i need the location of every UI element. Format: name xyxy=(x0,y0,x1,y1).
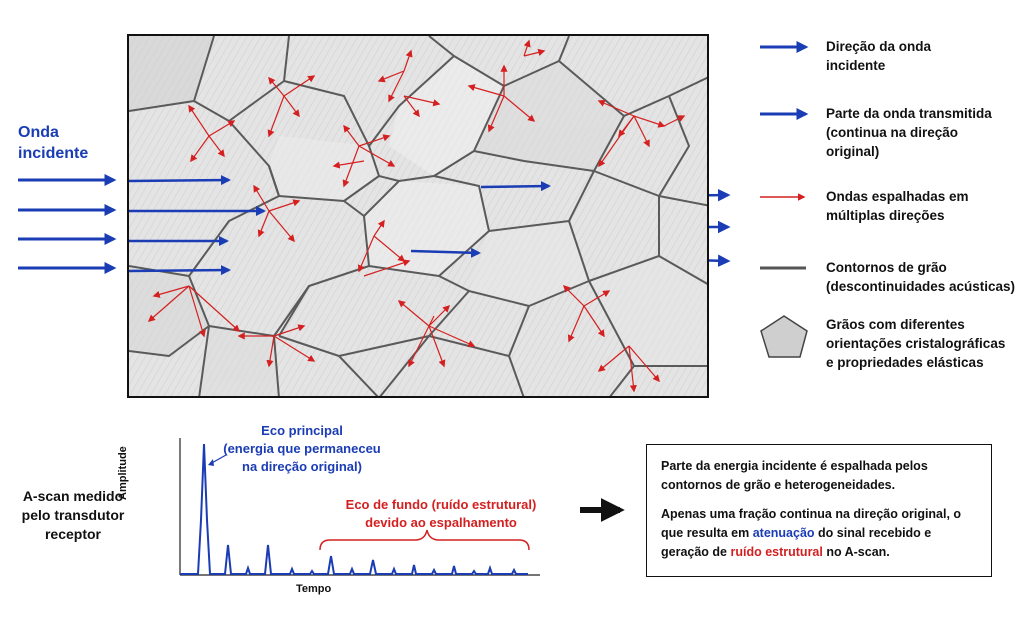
explanation-p2: Apenas uma fração continua na direção or… xyxy=(661,507,962,559)
legend-transmitted-wave: Parte da onda transmitida (continua na d… xyxy=(826,106,992,159)
ascan-side-label: A-scan medido pelo transdutor receptor xyxy=(21,488,125,542)
transmitted-arrow xyxy=(129,175,231,186)
legend-grain-pentagon-icon xyxy=(760,315,808,358)
atenuacao-term: atenuação xyxy=(752,526,815,540)
incident-wave-label: Onda incidente xyxy=(18,124,89,162)
transmitted-arrows xyxy=(129,175,551,276)
explanation-box: Parte da energia incidente é espalhada p… xyxy=(646,444,992,577)
legend-grains: Grãos com diferentes orientações cristal… xyxy=(826,317,1006,370)
grain-diagram xyxy=(129,36,707,396)
eco-fundo-label: Eco de fundo (ruído estrutural) devido a… xyxy=(345,497,537,530)
ascan-ylabel: Amplitude xyxy=(117,446,129,500)
grains xyxy=(129,36,707,396)
incident-arrows xyxy=(18,174,117,274)
eco-fundo-brace xyxy=(319,529,530,551)
eco-principal-label: Eco principal (energia que permaneceu na… xyxy=(223,423,381,474)
transmitted-arrow xyxy=(410,247,481,258)
transmitted-arrow xyxy=(480,181,551,192)
explanation-p1: Parte da energia incidente é espalhada p… xyxy=(661,459,928,492)
legend-grain-boundaries: Contornos de grão (descontinuidades acús… xyxy=(826,260,1016,294)
legend-scattered-waves: Ondas espalhadas em múltiplas direções xyxy=(826,189,969,223)
ascan-signal xyxy=(180,443,528,575)
ruido-term: ruído estrutural xyxy=(730,545,823,559)
legend-incident-direction: Direção da onda incidente xyxy=(826,39,932,73)
ascan-xlabel: Tempo xyxy=(296,583,332,595)
scattered-arrows xyxy=(147,39,686,393)
microstructure-image xyxy=(127,34,709,398)
legend-symbols xyxy=(760,41,809,358)
transmitted-arrow xyxy=(129,265,231,276)
